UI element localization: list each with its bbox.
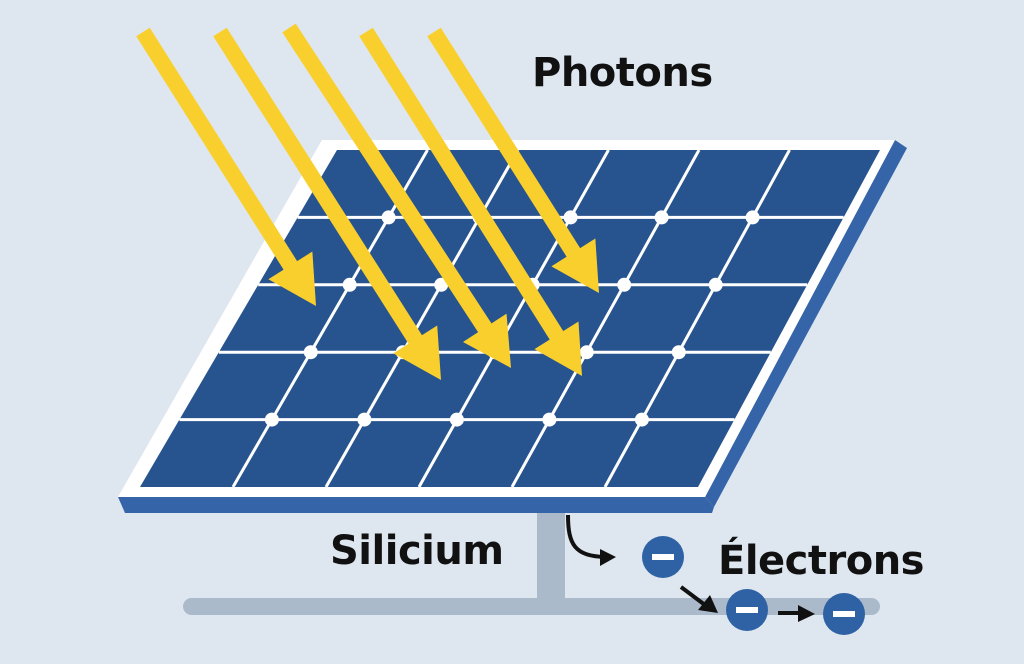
- photon-arrow: [359, 27, 582, 376]
- cell-junction: [357, 412, 372, 427]
- stand-post: [537, 505, 565, 605]
- cell-junction: [617, 277, 632, 292]
- cell-junction: [671, 345, 686, 360]
- panel-bottom-edge: [118, 497, 714, 513]
- flow-arrow-1: [566, 514, 606, 559]
- cell-junction: [449, 412, 464, 427]
- silicon-label: Silicium: [330, 528, 504, 574]
- cell-divider: [324, 149, 520, 488]
- cell-junction: [381, 210, 396, 225]
- flow-arrowhead-1: [600, 549, 616, 566]
- cell-junction: [579, 345, 594, 360]
- photon-arrow: [213, 27, 441, 380]
- cell-junction: [708, 277, 723, 292]
- electron: [726, 589, 768, 631]
- stand-base: [183, 598, 880, 615]
- flow-arrowhead-3: [798, 605, 815, 622]
- electron: [823, 593, 865, 635]
- cell-divider: [231, 149, 429, 488]
- photon-arrow: [282, 23, 511, 368]
- cell-junction: [434, 277, 449, 292]
- flow-arrow-2: [679, 585, 707, 607]
- cell-junction: [654, 210, 669, 225]
- photon-arrows: [136, 23, 599, 380]
- cell-divider: [603, 149, 791, 488]
- cell-junction: [342, 277, 357, 292]
- flow-arrowhead-2: [698, 595, 718, 613]
- cell-junction: [303, 345, 318, 360]
- cell-divider: [510, 149, 701, 488]
- cell-junction: [634, 412, 649, 427]
- cell-junction: [563, 210, 578, 225]
- cell-junction: [542, 412, 557, 427]
- cell-junction: [264, 412, 279, 427]
- photon-arrow: [427, 27, 599, 293]
- photons-label: Photons: [532, 50, 713, 96]
- panel-side-edge: [705, 140, 907, 507]
- electron-flow: [566, 514, 865, 635]
- cell-junction: [745, 210, 760, 225]
- panel-cells: [140, 150, 880, 487]
- solar-panel: [118, 140, 907, 513]
- cell-divider: [417, 149, 610, 488]
- electrons-label: Électrons: [718, 538, 925, 584]
- photon-arrow: [136, 27, 316, 306]
- electron: [642, 536, 684, 578]
